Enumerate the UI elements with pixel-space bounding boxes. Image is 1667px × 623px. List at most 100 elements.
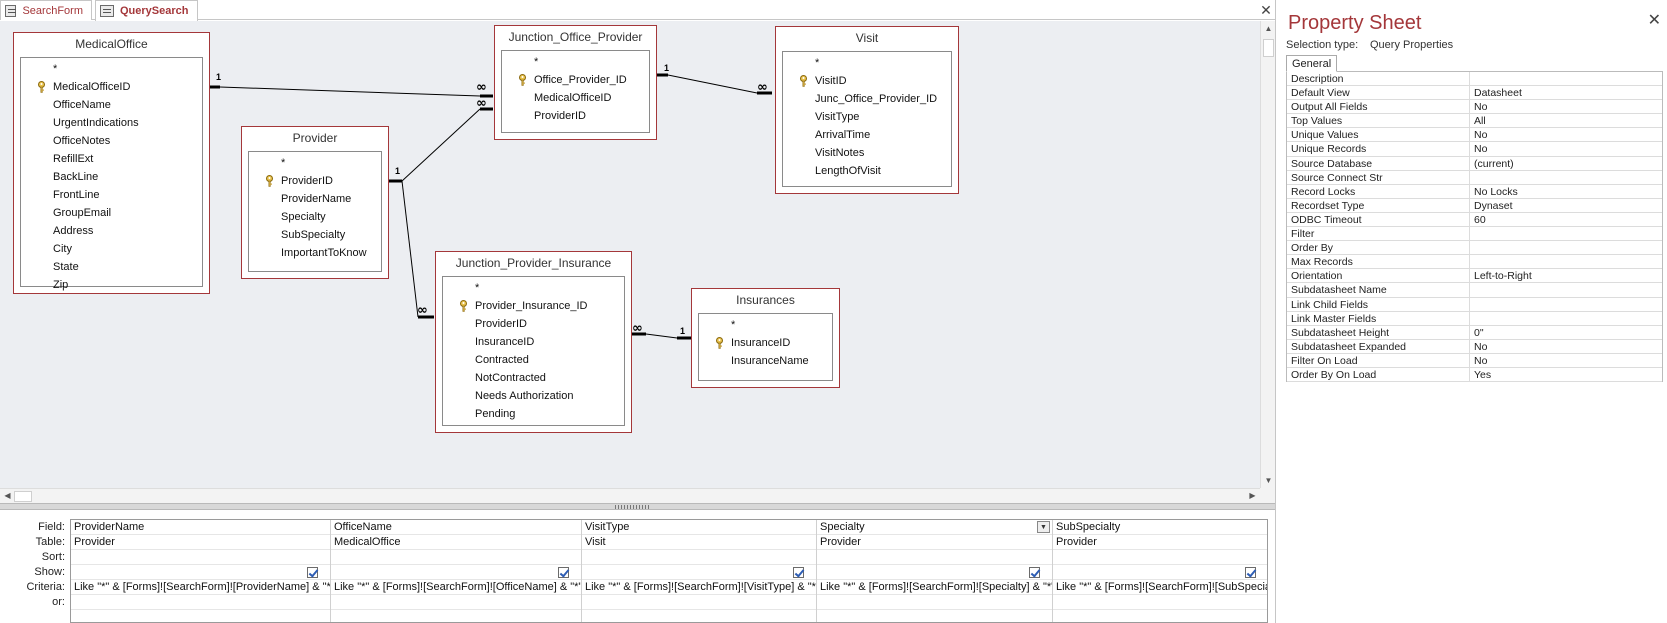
scroll-left-icon[interactable]: ◀ (4, 491, 11, 500)
field-all-columns[interactable]: * (443, 279, 624, 297)
grid-cell-or[interactable] (817, 595, 1052, 610)
horizontal-scrollbar[interactable]: ◀ ▶ (0, 488, 1260, 503)
property-value[interactable]: No Locks (1474, 185, 1518, 198)
field-item[interactable]: OfficeName (21, 96, 202, 114)
grid-cell-or[interactable] (582, 595, 816, 610)
field-item[interactable]: InsuranceName (699, 352, 832, 370)
property-value[interactable]: Left-to-Right (1474, 270, 1532, 283)
field-item[interactable]: City (21, 240, 202, 258)
field-item[interactable]: ArrivalTime (783, 126, 951, 144)
field-item[interactable]: VisitID (783, 72, 951, 90)
property-row[interactable]: Source Database(current) (1287, 156, 1662, 171)
scroll-thumb[interactable] (1263, 39, 1274, 57)
show-checkbox[interactable] (793, 567, 804, 578)
grid-cell-field[interactable]: Specialty▼ (817, 520, 1052, 535)
grid-cell-field[interactable]: VisitType (582, 520, 816, 535)
relationship-junction-visit[interactable]: 1 ∞ (655, 63, 772, 95)
field-item[interactable]: ImportantToKnow (249, 244, 381, 262)
property-value[interactable] (1470, 283, 1662, 296)
tab-searchform[interactable]: SearchForm (0, 0, 92, 20)
grid-cell-table[interactable]: Provider (71, 535, 330, 550)
property-value[interactable]: No (1474, 340, 1488, 353)
relationship-provider-junction-insurance[interactable]: ∞ (389, 179, 434, 319)
property-row[interactable]: Source Connect Str (1287, 170, 1662, 185)
field-item[interactable]: Specialty (249, 208, 381, 226)
property-row[interactable]: Max Records (1287, 255, 1662, 270)
scroll-up-icon[interactable]: ▲ (1264, 24, 1273, 33)
table-junction-provider-insurance[interactable]: Junction_Provider_Insurance *Provider_In… (435, 251, 632, 433)
field-item[interactable]: FrontLine (21, 186, 202, 204)
property-value[interactable]: (current) (1474, 157, 1514, 170)
grid-cell-show[interactable] (1053, 565, 1267, 580)
relationship-junction-insurances[interactable]: ∞ 1 (632, 321, 691, 340)
field-item[interactable]: NotContracted (443, 369, 624, 387)
property-value[interactable]: Yes (1474, 368, 1492, 381)
field-item[interactable]: ProviderID (443, 315, 624, 333)
field-item[interactable]: Office_Provider_ID (502, 71, 649, 89)
property-row[interactable]: Link Child Fields (1287, 297, 1662, 312)
property-row[interactable]: Link Master Fields (1287, 311, 1662, 326)
grid-cell-criteria[interactable]: Like "*" & [Forms]![SearchForm]![Provide… (71, 580, 330, 595)
relationship-office-junction[interactable]: 1 ∞ (208, 72, 493, 98)
property-value[interactable]: No (1474, 354, 1488, 367)
tab-querysearch[interactable]: QuerySearch (95, 0, 198, 21)
field-item[interactable]: Contracted (443, 351, 624, 369)
grid-cell-sort[interactable] (817, 550, 1052, 565)
grid-cell-sort[interactable] (1053, 550, 1267, 565)
grid-cell-show[interactable] (817, 565, 1052, 580)
property-value[interactable] (1470, 72, 1662, 85)
field-item[interactable]: ProviderName (249, 190, 381, 208)
property-value[interactable]: 60 (1474, 213, 1486, 226)
query-design-grid[interactable]: Field: Table: Sort: Show: Criteria: or: … (0, 510, 1275, 623)
property-row[interactable]: Filter (1287, 227, 1662, 242)
property-value[interactable]: 0" (1474, 326, 1484, 339)
field-all-columns[interactable]: * (21, 60, 202, 78)
scroll-down-icon[interactable]: ▼ (1264, 476, 1273, 485)
property-value[interactable] (1470, 171, 1662, 184)
grid-cell-criteria[interactable]: Like "*" & [Forms]![SearchForm]![Special… (817, 580, 1052, 595)
grid-cell-show[interactable] (331, 565, 581, 580)
field-item[interactable]: LengthOfVisit (783, 162, 951, 180)
field-item[interactable]: Pending (443, 405, 624, 423)
property-value[interactable]: No (1474, 101, 1488, 114)
vertical-scrollbar[interactable]: ▲ ▼ (1260, 21, 1275, 488)
tab-general[interactable]: General (1286, 55, 1338, 72)
relationship-provider-junction-office[interactable]: 1 ∞ (389, 96, 493, 183)
field-all-columns[interactable]: * (699, 316, 832, 334)
grid-cell-criteria[interactable]: Like "*" & [Forms]![SearchForm]![SubSpec… (1053, 580, 1267, 595)
scroll-right-icon[interactable]: ▶ (1249, 491, 1256, 500)
grid-cell-criteria[interactable]: Like "*" & [Forms]![SearchForm]![VisitTy… (582, 580, 816, 595)
field-item[interactable]: InsuranceID (699, 334, 832, 352)
property-row[interactable]: Description (1287, 72, 1662, 87)
field-item[interactable]: GroupEmail (21, 204, 202, 222)
field-item[interactable]: State (21, 258, 202, 276)
close-document-icon[interactable]: ✕ (1260, 2, 1272, 18)
grid-cell-table[interactable]: Provider (817, 535, 1052, 550)
show-checkbox[interactable] (1245, 567, 1256, 578)
property-value[interactable] (1470, 241, 1662, 254)
grid-cell-show[interactable] (582, 565, 816, 580)
field-item[interactable]: Zip (21, 276, 202, 294)
query-design-area[interactable]: 1 ∞ 1 ∞ 1 ∞ ∞ (0, 21, 1260, 488)
field-item[interactable]: ProviderID (249, 172, 381, 190)
